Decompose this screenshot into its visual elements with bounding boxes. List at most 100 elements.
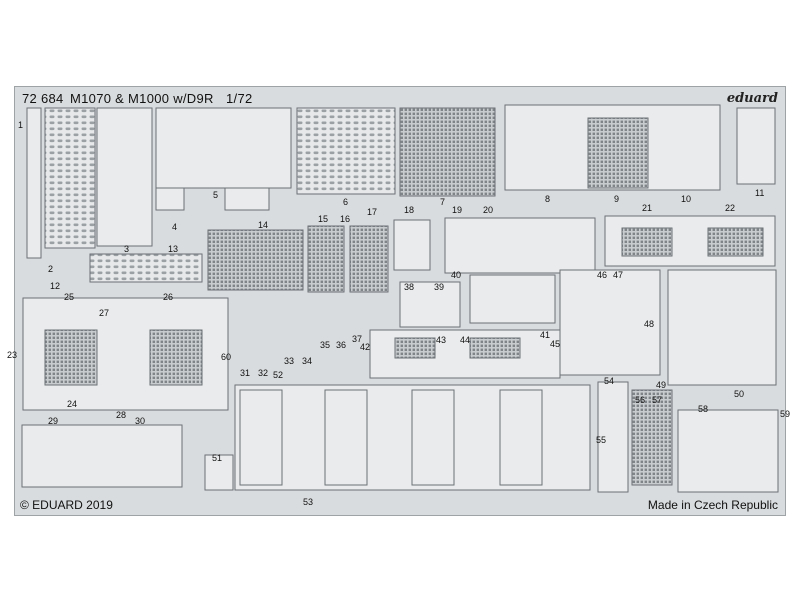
part-29-30 xyxy=(21,424,183,488)
part-number: 14 xyxy=(258,220,268,230)
part-number: 19 xyxy=(452,205,462,215)
part-number: 43 xyxy=(436,335,446,345)
part-number: 27 xyxy=(99,308,109,318)
part-number: 53 xyxy=(303,497,313,507)
part-number: 50 xyxy=(734,389,744,399)
part-number: 4 xyxy=(172,222,177,232)
part-number: 7 xyxy=(440,197,445,207)
part-number: 9 xyxy=(614,194,619,204)
part-number: 39 xyxy=(434,282,444,292)
part-number: 28 xyxy=(116,410,126,420)
part-14 xyxy=(207,229,304,291)
sheet-scale: 1/72 xyxy=(226,91,253,106)
part-6 xyxy=(296,107,396,195)
part-11 xyxy=(736,107,776,185)
part-number: 15 xyxy=(318,214,328,224)
part-number: 18 xyxy=(404,205,414,215)
part-number: 59 xyxy=(780,409,790,419)
part-38-39 xyxy=(399,281,461,328)
part-17 xyxy=(349,225,389,293)
part-3 xyxy=(96,107,153,247)
part-number: 11 xyxy=(755,188,764,198)
part-number: 55 xyxy=(596,435,606,445)
part-15 xyxy=(307,225,345,293)
part-number: 30 xyxy=(135,416,145,426)
part-2-grille xyxy=(44,107,96,249)
part-44 xyxy=(469,337,521,359)
part-52-a xyxy=(239,389,283,486)
part-number: 33 xyxy=(284,356,294,366)
part-number: 16 xyxy=(340,214,350,224)
part-40-41 xyxy=(469,274,556,324)
part-number: 1 xyxy=(18,120,23,130)
part-number: 57 xyxy=(652,395,662,405)
part-number: 13 xyxy=(168,244,178,254)
part-number: 49 xyxy=(656,380,666,390)
part-number: 2 xyxy=(48,264,53,274)
part-number: 3 xyxy=(124,244,129,254)
part-4 xyxy=(155,187,185,211)
part-43 xyxy=(394,337,436,359)
part-5-panel xyxy=(155,107,292,189)
part-5-tab xyxy=(224,187,270,211)
part-52-c xyxy=(411,389,455,486)
sheet-title: M1070 & M1000 w/D9R xyxy=(70,91,214,106)
part-number: 36 xyxy=(336,340,346,350)
part-number: 51 xyxy=(212,453,222,463)
part-number: 38 xyxy=(404,282,414,292)
part-19-20 xyxy=(444,217,596,274)
part-number: 46 xyxy=(597,270,607,280)
part-23-mesh-right xyxy=(149,329,203,386)
part-number: 48 xyxy=(644,319,654,329)
part-number: 41 xyxy=(540,330,550,340)
part-number: 10 xyxy=(681,194,691,204)
part-number: 34 xyxy=(302,356,312,366)
part-number: 58 xyxy=(698,404,708,414)
part-21-mesh xyxy=(621,227,673,257)
part-46-47 xyxy=(559,269,661,376)
part-number: 31 xyxy=(240,368,250,378)
part-number: 24 xyxy=(67,399,77,409)
part-number: 56 xyxy=(635,395,645,405)
part-number: 32 xyxy=(258,368,268,378)
part-number: 52 xyxy=(273,370,283,380)
part-7 xyxy=(399,107,496,197)
part-13 xyxy=(89,253,203,283)
part-23-mesh-left xyxy=(44,329,98,386)
part-number: 23 xyxy=(7,350,17,360)
part-number: 20 xyxy=(483,205,493,215)
part-number: 8 xyxy=(545,194,550,204)
part-number: 40 xyxy=(451,270,461,280)
part-number: 54 xyxy=(604,376,614,386)
part-number: 29 xyxy=(48,416,58,426)
part-number: 60 xyxy=(221,352,231,362)
part-number: 21 xyxy=(642,203,652,213)
part-22-mesh xyxy=(707,227,764,257)
part-number: 22 xyxy=(725,203,735,213)
part-number: 17 xyxy=(367,207,377,217)
part-number: 47 xyxy=(613,270,623,280)
part-number: 35 xyxy=(320,340,330,350)
part-number: 5 xyxy=(213,190,218,200)
part-number: 25 xyxy=(64,292,74,302)
part-58-59 xyxy=(677,409,779,493)
part-number: 6 xyxy=(343,197,348,207)
part-51 xyxy=(204,454,234,491)
part-56-57 xyxy=(631,389,673,486)
part-18 xyxy=(393,219,431,271)
part-52-b xyxy=(324,389,368,486)
part-1 xyxy=(26,107,42,259)
part-number: 45 xyxy=(550,339,560,349)
part-number: 26 xyxy=(163,292,173,302)
part-50 xyxy=(667,269,777,386)
origin-label: Made in Czech Republic xyxy=(647,498,778,512)
copyright: © EDUARD 2019 xyxy=(20,498,113,512)
part-54-55 xyxy=(597,381,629,493)
part-52-d xyxy=(499,389,543,486)
sheet-code: 72 684 xyxy=(22,91,64,106)
part-number: 37 xyxy=(352,334,362,344)
part-number: 44 xyxy=(460,335,470,345)
eduard-logo: eduard xyxy=(726,91,778,106)
part-9 xyxy=(587,117,649,189)
